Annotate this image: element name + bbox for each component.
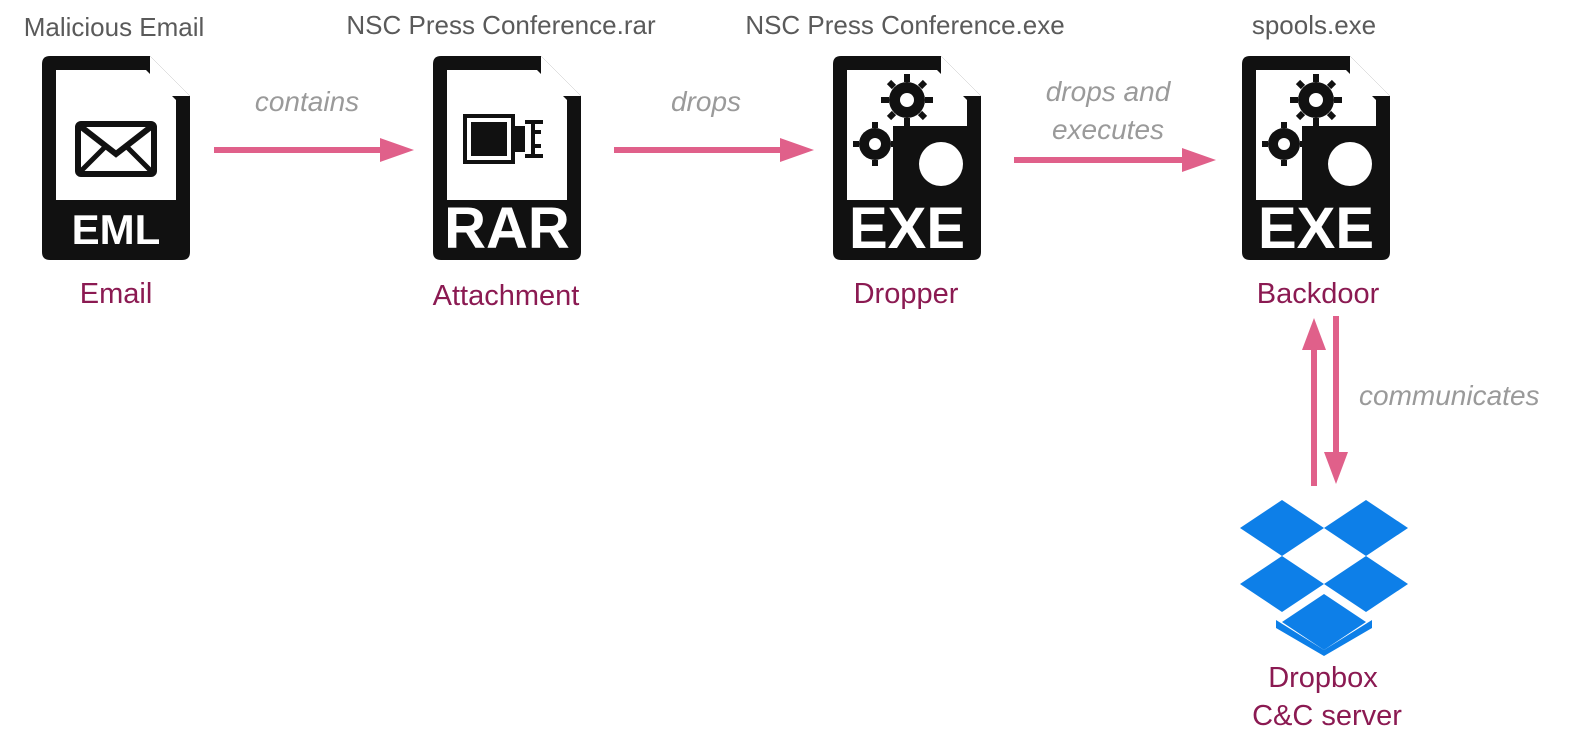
- arrow-drops-and-executes-head: [1182, 148, 1216, 172]
- eml-badge: EML: [72, 206, 161, 253]
- backdoor-filename: spools.exe: [1251, 10, 1377, 40]
- edge-label-communicates: communicates: [1359, 380, 1540, 411]
- email-filename: Malicious Email: [23, 12, 205, 42]
- rar-file-icon: RAR: [433, 56, 581, 260]
- attachment-role-label: Attachment: [432, 280, 580, 312]
- edge-label-contains: contains: [254, 86, 360, 117]
- dropper-role-label: Dropper: [853, 278, 959, 310]
- arrow-server-down-head: [1324, 452, 1348, 484]
- edge-label-drops-and: drops and: [1045, 76, 1171, 107]
- dropper-filename: NSC Press Conference.exe: [745, 10, 1065, 40]
- eml-file-icon: EML: [42, 56, 190, 260]
- arrow-contains-head: [380, 138, 414, 162]
- exe-file-icon: EXE: [833, 56, 981, 260]
- dropbox-icon: [1240, 500, 1408, 656]
- dropper-exe-badge: EXE: [849, 196, 965, 260]
- server-role-line2: C&C server: [1252, 700, 1402, 732]
- edge-label-executes: executes: [1051, 114, 1165, 145]
- backdoor-exe-badge: EXE: [1258, 196, 1374, 260]
- server-role-line1: Dropbox: [1268, 662, 1378, 694]
- exe-file-icon: EXE: [1242, 56, 1390, 260]
- rar-badge: RAR: [444, 196, 570, 260]
- backdoor-role-label: Backdoor: [1256, 278, 1380, 310]
- email-role-label: Email: [79, 278, 153, 310]
- arrow-backdoor-up-head: [1302, 318, 1326, 350]
- attachment-filename: NSC Press Conference.rar: [346, 10, 656, 40]
- arrow-drops-head: [780, 138, 814, 162]
- edge-label-drops: drops: [670, 86, 742, 117]
